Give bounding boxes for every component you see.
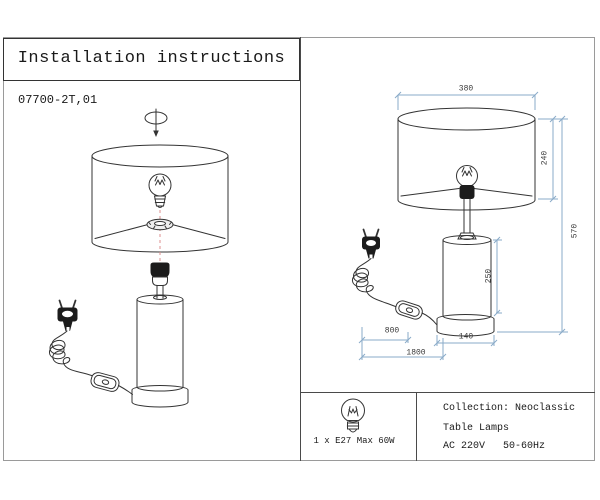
footer-divider xyxy=(300,392,595,393)
collection-label: Collection: Neoclassic xyxy=(443,403,576,414)
cord-coil xyxy=(352,258,403,310)
dim-plug-to-switch: 800 xyxy=(384,326,400,336)
switch-icon xyxy=(90,372,120,392)
lamp-socket xyxy=(150,262,170,299)
power-label: AC 220V 50-60Hz xyxy=(443,441,546,452)
lamp-body xyxy=(136,294,184,392)
dim-body-height: 250 xyxy=(484,268,494,284)
insert-rotate-icon xyxy=(144,108,168,137)
sheet-border xyxy=(3,37,595,461)
exploded-view-diagram xyxy=(48,108,229,408)
bulb-spec: 1 x E27 Max 60W xyxy=(313,436,395,446)
dim-total-height: 570 xyxy=(570,223,580,239)
dimensioned-drawing xyxy=(352,91,568,361)
stem-and-body xyxy=(442,198,492,321)
model-number: 07700-2T,01 xyxy=(18,93,98,107)
shade-ring-nut xyxy=(146,218,174,231)
bulb-spec-icon xyxy=(341,398,365,433)
dim-shade-height: 240 xyxy=(540,150,550,166)
lamp-base xyxy=(131,385,189,408)
dim-base-width: 140 xyxy=(458,332,474,342)
bulb-icon xyxy=(148,173,172,208)
dim-cord-length: 1800 xyxy=(406,348,426,358)
footer-cell-divider xyxy=(416,392,417,461)
plug-icon xyxy=(57,299,78,331)
lampshade xyxy=(397,107,536,211)
plug-icon xyxy=(362,228,380,259)
panel-divider xyxy=(300,37,301,461)
page-title: Installation instructions xyxy=(17,49,286,68)
category-label: Table Lamps xyxy=(443,423,510,434)
cord-to-base xyxy=(421,312,438,326)
title-box: Installation instructions xyxy=(3,38,300,81)
dim-shade-width: 380 xyxy=(458,84,474,94)
bulb-icon xyxy=(456,165,478,199)
cord-to-base xyxy=(118,385,133,395)
cord-coil xyxy=(48,330,100,379)
switch-icon xyxy=(395,300,423,320)
dimension-lines xyxy=(358,91,568,361)
